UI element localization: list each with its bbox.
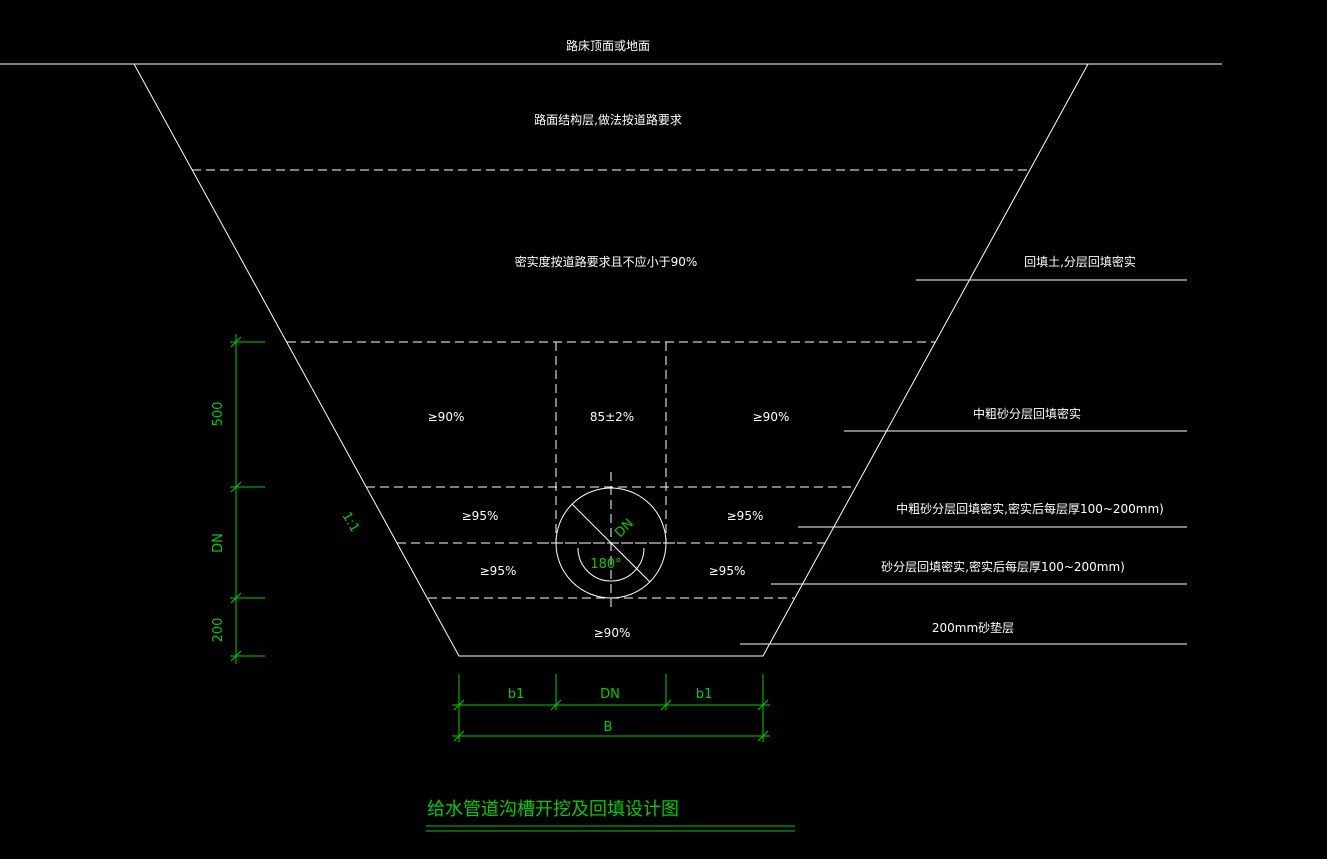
compaction-low-right: ≥95% xyxy=(709,564,746,578)
compaction-mid-right: ≥95% xyxy=(727,509,764,523)
callout-medium-sand: 中粗砂分层回填密实 xyxy=(973,406,1081,421)
compaction-mid-left: ≥95% xyxy=(462,509,499,523)
compaction-low-left: ≥95% xyxy=(480,564,517,578)
callout-backfill: 回填土,分层回填密实 xyxy=(1024,254,1136,269)
dim-vertical-middle: DN xyxy=(211,533,226,553)
trench-outline xyxy=(133,63,1089,657)
callout-bedding: 200mm砂垫层 xyxy=(932,620,1014,635)
road-surface-label: 路床顶面或地面 xyxy=(566,38,650,53)
compaction-bottom: ≥90% xyxy=(594,626,631,640)
compaction-requirement-label: 密实度按道路要求且不应小于90% xyxy=(515,254,698,269)
slope-label: 1:1 xyxy=(339,510,362,536)
dim-b1-right: b1 xyxy=(696,687,713,702)
compaction-upper-left: ≥90% xyxy=(428,410,465,424)
dim-vertical-top: 500 xyxy=(211,402,226,427)
pipe-dn-label: DN xyxy=(612,516,637,541)
dim-total-b: B xyxy=(604,720,613,735)
pavement-layer-label: 路面结构层,做法按道路要求 xyxy=(534,112,682,127)
compaction-upper-right: ≥90% xyxy=(753,410,790,424)
dim-b1-left: b1 xyxy=(508,687,525,702)
horizontal-dimension xyxy=(452,674,770,742)
drawing-title: 给水管道沟槽开挖及回填设计图 xyxy=(427,799,679,820)
callout-medium-sand-layers: 中粗砂分层回填密实,密实后每层厚100~200mm) xyxy=(896,501,1164,516)
bedding-angle-arc xyxy=(577,547,645,582)
callout-sand-layers: 砂分层回填密实,密实后每层厚100~200mm) xyxy=(881,559,1125,574)
compaction-upper-center: 85±2% xyxy=(590,410,634,424)
pipe-angle-label: 180° xyxy=(590,557,621,572)
dim-vertical-bottom: 200 xyxy=(211,618,226,643)
dim-dn: DN xyxy=(600,687,620,702)
vertical-dimension xyxy=(230,334,265,664)
